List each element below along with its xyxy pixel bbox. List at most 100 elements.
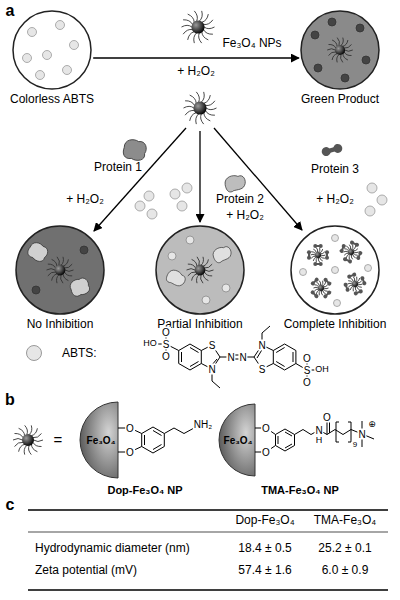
ligand-tail: [206, 101, 215, 106]
nanoparticle-icon: [184, 92, 217, 124]
reaction-well: Complete Inhibition: [290, 225, 380, 315]
ligand-tail: [206, 108, 216, 110]
ligand-tail: [61, 275, 63, 283]
ligand-tail: [332, 54, 337, 60]
well-outline: [290, 225, 380, 315]
ligand-tail: [188, 264, 196, 268]
protein-icon: [321, 143, 344, 157]
protein-lobe: [307, 250, 311, 254]
ligand-tail: [196, 114, 199, 124]
ligand-tail: [357, 278, 360, 282]
well-caption: Colorless ABTS: [10, 93, 94, 106]
reaction-well: Colorless ABTS: [12, 10, 92, 90]
ligand-tail: [31, 444, 37, 451]
ligand-tail: [57, 257, 59, 265]
ligand-tail: [316, 248, 317, 253]
table-cell: TMA-Fe₃O₄: [313, 514, 377, 527]
structure-label: N: [314, 425, 323, 436]
structure-label: ⊕: [367, 420, 377, 430]
well-circle: [13, 11, 91, 89]
ligand-tail: [316, 258, 317, 263]
protein-lobe: [321, 146, 332, 157]
well-outline: [155, 225, 245, 315]
protein-icon: [322, 290, 332, 299]
ligand-tail: [61, 257, 63, 265]
ligand-tail: [194, 11, 197, 21]
abts-molecule: [202, 296, 210, 304]
reagent-label: + H₂O₂: [176, 65, 216, 78]
ligand-tail: [344, 45, 351, 49]
atom-label: OH: [314, 365, 330, 375]
ligand-tail: [352, 245, 353, 250]
ligand-tail: [337, 38, 339, 46]
nanoparticle-core: [193, 101, 206, 114]
structure-label: =: [53, 432, 64, 449]
protein-lobe: [313, 262, 317, 266]
panel-letter: b: [4, 391, 16, 409]
protein-icon: [339, 243, 346, 253]
ligand-tail: [321, 256, 325, 258]
abts-molecule: [177, 201, 187, 211]
ligand-tail: [201, 114, 204, 124]
ligand-tail: [65, 264, 73, 268]
abts-molecule: [182, 183, 192, 193]
protein-lobe: [341, 243, 346, 248]
nanoparticle-core: [22, 434, 34, 446]
ligand-tail: [188, 32, 195, 40]
abts-molecule: [328, 18, 336, 26]
structure-label: O: [125, 447, 135, 458]
structure-label: Fe₃O₄: [224, 435, 253, 446]
ligand-tail: [314, 287, 319, 289]
well-caption: Green Product: [301, 93, 379, 106]
ligand-tail: [63, 274, 68, 281]
abts-molecule: [377, 195, 387, 205]
atom-label: O: [161, 327, 171, 338]
ligand-tail: [57, 275, 59, 283]
abts-molecule: [334, 300, 341, 307]
ligand-tail: [183, 20, 192, 25]
ligand-tail: [199, 33, 202, 43]
panel-letter: a: [5, 2, 16, 20]
ligand-tail: [205, 270, 214, 271]
nanoparticle-icon: [348, 277, 363, 292]
nanoparticle-icon: [327, 38, 353, 63]
protein-lobe: [347, 274, 352, 279]
ligand-tail: [204, 95, 211, 103]
protein-lobe: [347, 259, 352, 264]
protein-lobe: [360, 276, 365, 281]
nanoparticle-icon: [311, 248, 326, 263]
abts-molecule: [80, 246, 88, 254]
ligand-tail: [190, 95, 197, 103]
well-circle: [156, 226, 244, 314]
abts-molecule: [23, 54, 32, 63]
ligand-tail: [324, 288, 329, 290]
atom-label: O: [302, 377, 312, 388]
ligand-tail: [13, 439, 23, 441]
ligand-tail: [353, 246, 356, 250]
ligand-tail: [358, 281, 362, 283]
nanoparticle-icon: [187, 257, 214, 283]
ligand-tail: [31, 428, 37, 435]
ligand-tail: [52, 259, 57, 266]
ligand-tail: [183, 29, 192, 34]
well-outline: [15, 225, 105, 315]
ligand-tail: [201, 92, 204, 102]
protein-icon: [360, 276, 367, 286]
ligand-tail: [192, 274, 197, 281]
table-cell: Zeta potential (mV): [34, 564, 138, 577]
reagent-label: Protein 2: [215, 193, 265, 206]
ligand-tail: [355, 287, 356, 292]
ligand-tail: [33, 434, 42, 438]
reagent-label: + H₂O₂: [315, 193, 355, 206]
ligand-tail: [184, 106, 194, 108]
ligand-tail: [19, 444, 25, 451]
protein-lobe: [354, 242, 359, 247]
protein-lobe: [307, 256, 311, 260]
ligand-tail: [202, 14, 209, 22]
abts-molecule: [365, 265, 372, 272]
ligand-tail: [15, 433, 24, 437]
ligand-tail: [205, 272, 213, 276]
ligand-tail: [319, 281, 320, 286]
reagent-label: + H₂O₂: [65, 193, 105, 206]
ligand-tail: [188, 272, 196, 276]
